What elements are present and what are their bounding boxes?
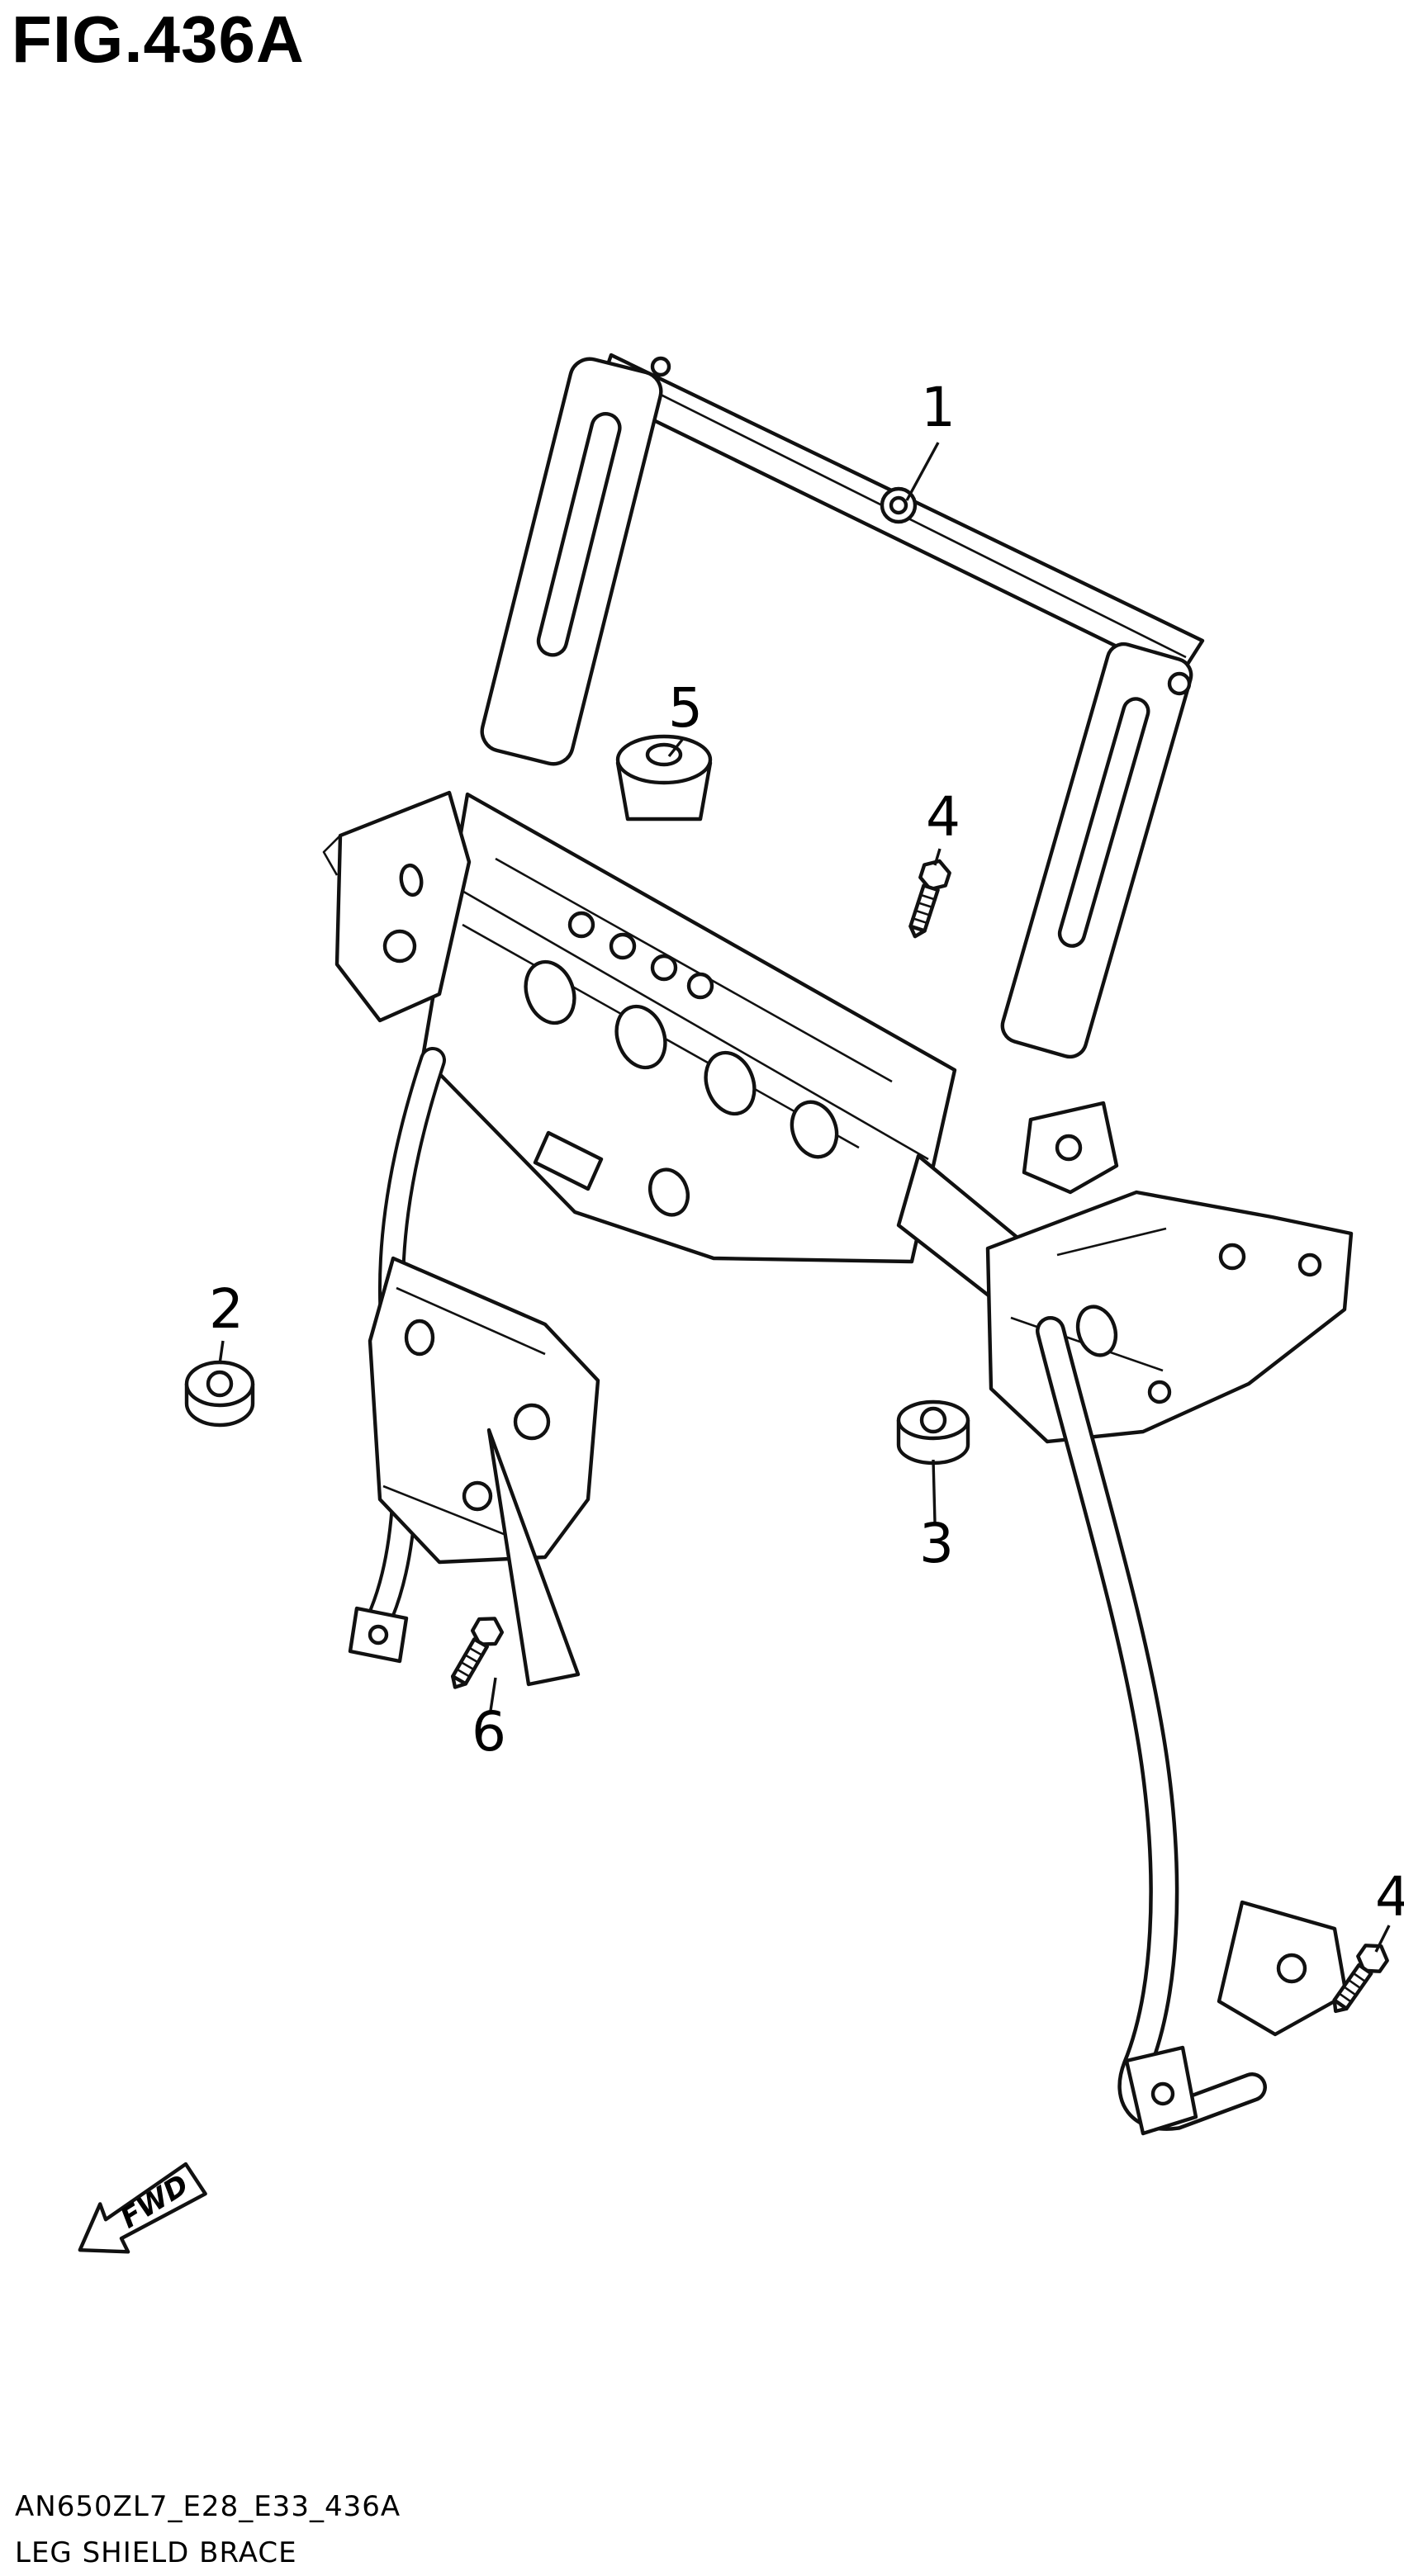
callout-4-top: 4 [926,785,961,849]
callout-5: 5 [668,676,703,740]
leader-line [667,738,684,758]
fwd-arrow-label: FWD [115,2168,195,2235]
cushion-part-5 [615,734,713,822]
callout-1: 1 [921,376,956,439]
bolt-part-6 [443,1612,506,1693]
leader-lines [218,442,1391,1953]
leader-line [489,1677,497,1712]
leader-line [933,848,942,866]
fwd-arrow: FWD [78,2162,207,2254]
figure-title: FIG.436A [12,2,305,76]
figure-part-name: LEG SHIELD BRACE [15,2536,297,2569]
right-bracket-cluster [896,1153,1354,1444]
callout-4-bottom: 4 [1375,1865,1404,1929]
bolt-part-4-top [903,857,952,940]
left-bracket-upper [322,790,472,1023]
right-tube [1036,1316,1349,2136]
callout-3: 3 [919,1512,954,1575]
callouts: 1 5 4 2 3 6 4 [209,376,1404,1929]
center-plate [420,792,957,1264]
top-frame [480,353,1205,1195]
lower-left-bracket [368,1256,600,1687]
leader-line [905,442,940,501]
figure-part-code: AN650ZL7_E28_E33_436A [15,2490,401,2523]
grommet-part-3 [896,1399,970,1466]
leader-line [1374,1925,1391,1953]
leader-line [218,1340,225,1365]
grommet-part-2 [184,1360,255,1428]
callout-6: 6 [472,1700,506,1764]
callout-2: 2 [209,1277,244,1341]
leader-line [932,1459,937,1523]
